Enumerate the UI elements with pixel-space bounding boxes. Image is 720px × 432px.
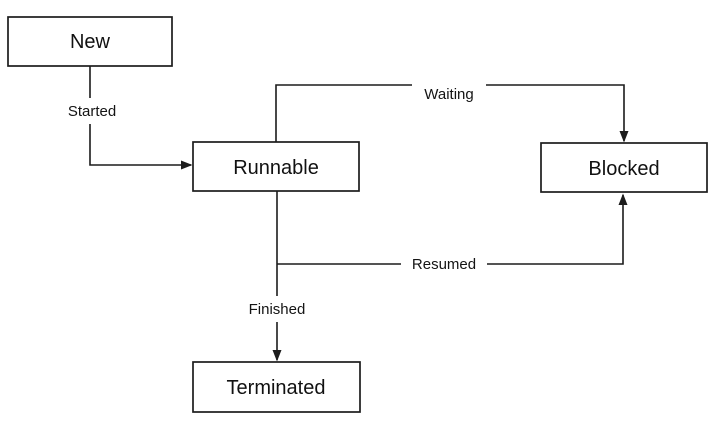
- node-runnable: Runnable: [192, 141, 360, 192]
- node-blocked-box: [540, 142, 708, 193]
- resumed-label-halo: [401, 251, 487, 277]
- edge-label-resumed: Resumed: [412, 256, 476, 273]
- edge-label-finished: Finished: [249, 301, 306, 318]
- node-new-label: New: [70, 31, 111, 53]
- node-runnable-box: [192, 141, 360, 192]
- edge-resumed-arrow: [277, 193, 628, 265]
- started-label-halo: [57, 98, 125, 124]
- edge-label-started: Started: [68, 103, 116, 120]
- finished-label-halo: [239, 296, 315, 322]
- node-terminated-box: [192, 361, 361, 413]
- node-new-box: [7, 16, 173, 67]
- node-terminated-label: Terminated: [227, 377, 326, 399]
- edge-label-waiting: Waiting: [424, 86, 473, 103]
- node-blocked-label: Blocked: [588, 158, 659, 180]
- node-new: New: [7, 16, 173, 67]
- node-runnable-label: Runnable: [233, 157, 319, 179]
- node-blocked: Blocked: [540, 142, 708, 193]
- waiting-label-halo: [412, 79, 486, 105]
- node-terminated: Terminated: [192, 361, 361, 413]
